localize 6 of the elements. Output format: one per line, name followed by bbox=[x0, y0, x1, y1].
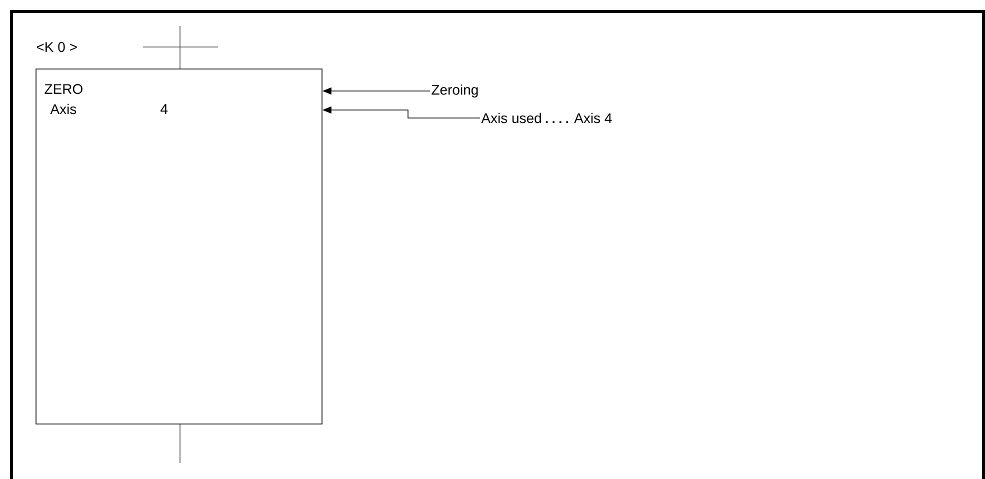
setting-description: Axis used Axis 4 bbox=[481, 112, 612, 124]
setting-name: Axis bbox=[50, 104, 76, 114]
instruction-name: ZERO bbox=[44, 84, 82, 94]
setting-value: 4 bbox=[160, 104, 168, 114]
device-label: <K 0 > bbox=[36, 42, 77, 52]
description-text: Zeroing bbox=[432, 84, 478, 98]
